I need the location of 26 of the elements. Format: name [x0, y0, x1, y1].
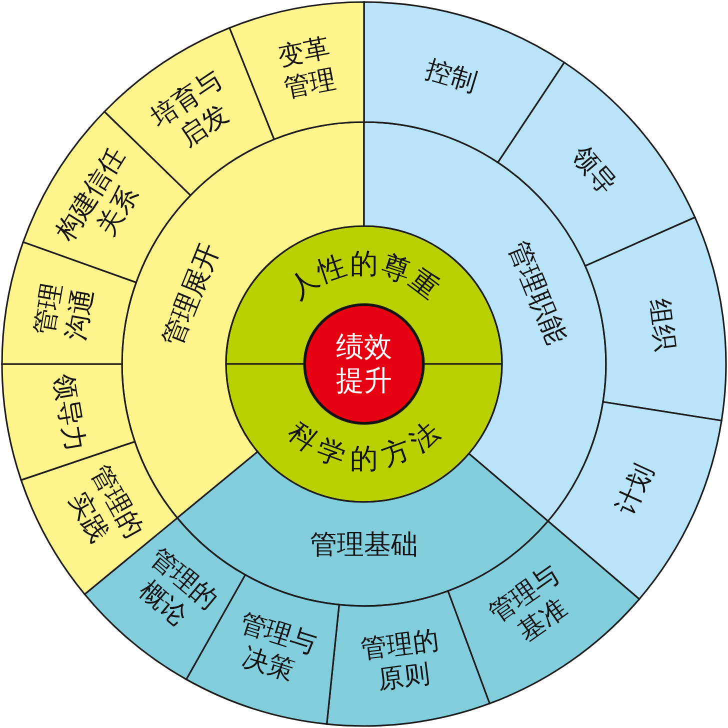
ring-segment — [228, 1, 365, 141]
ring-segment — [325, 589, 491, 727]
ring-segment — [1, 240, 138, 365]
segment-label: 管理的原则 — [358, 624, 442, 697]
center-label: 绩效提升 — [335, 330, 393, 398]
segment-label: 构建信任关系 — [50, 140, 146, 248]
ring-segment — [446, 520, 641, 705]
segment-label: 计划 — [610, 458, 662, 522]
ring-segment — [225, 225, 503, 365]
ring-segment — [584, 216, 727, 422]
segment-label: 管理沟通 — [28, 280, 100, 345]
segment-label: 领导 — [564, 139, 624, 202]
segment-label: 培育与启发 — [144, 64, 236, 154]
segment-label: 管理基础 — [309, 530, 419, 562]
segment-label: 变革管理 — [274, 32, 340, 106]
segment-label: 领导力 — [46, 370, 91, 456]
ring-label: 科学的方法 — [283, 417, 445, 473]
segment-label: 管理与决策 — [235, 606, 321, 688]
ring-segment — [363, 1, 566, 164]
ring-label: 人性的尊重 — [284, 250, 444, 304]
segment-label: 组织 — [643, 296, 682, 355]
segment-label: 管理职能 — [500, 236, 573, 351]
segment-label: 管理与基准 — [483, 559, 574, 650]
segment-label: 管理展开 — [156, 237, 228, 352]
ring-segment — [225, 363, 503, 503]
segment-label: 控制 — [420, 53, 482, 100]
